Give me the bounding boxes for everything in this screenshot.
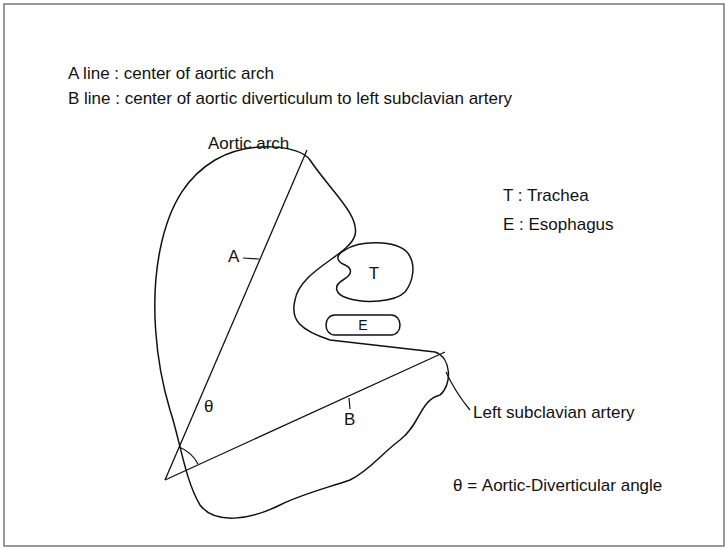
organ-letter: T xyxy=(369,265,379,282)
leader-line xyxy=(349,398,350,409)
label: T : Trachea xyxy=(503,186,589,206)
label: θ xyxy=(204,397,213,417)
node-text-box: T xyxy=(335,242,413,304)
label: Aortic arch xyxy=(208,134,289,154)
organ-shape: T xyxy=(335,242,413,304)
frame xyxy=(4,4,724,546)
node-text-box: E xyxy=(323,313,403,337)
leader-line xyxy=(446,372,470,410)
aortic-outline xyxy=(155,147,449,518)
label: θ = Aortic-Diverticular angle xyxy=(453,476,662,496)
organ-path xyxy=(337,243,413,302)
a-line xyxy=(165,150,307,480)
label: Left subclavian artery xyxy=(473,403,635,423)
label: A xyxy=(228,247,239,267)
label: A line : center of aortic arch xyxy=(68,64,274,84)
label: B xyxy=(344,410,355,430)
b-line xyxy=(165,352,445,480)
leader-line xyxy=(243,258,259,259)
label: B line : center of aortic diverticulum t… xyxy=(68,89,512,109)
organ-shape: E xyxy=(323,313,403,337)
organ-letter: E xyxy=(358,318,367,332)
label: E : Esophagus xyxy=(503,215,614,235)
angle-arc xyxy=(179,447,198,464)
organ-path xyxy=(326,315,400,335)
